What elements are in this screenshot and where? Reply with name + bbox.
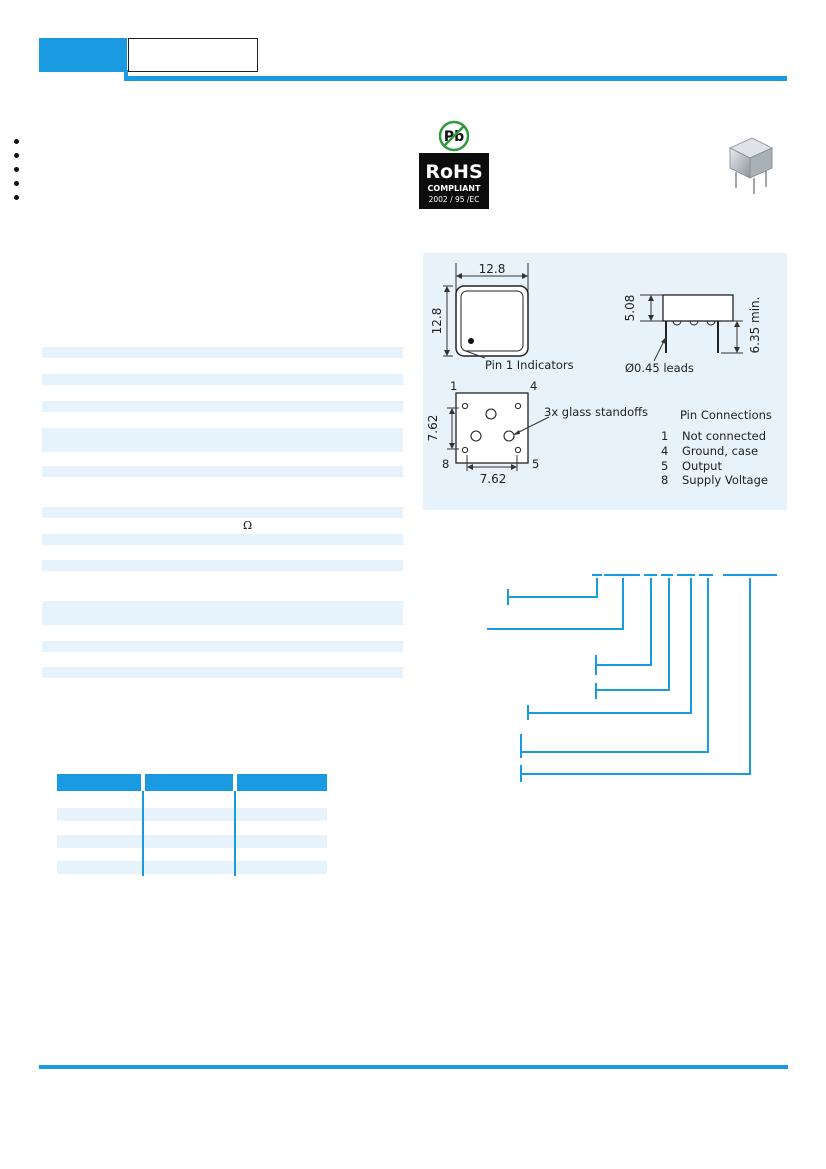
- component-photo: [722, 136, 778, 198]
- side-view: 5.08 6.35 min. Ø0.45 leads: [623, 294, 762, 375]
- header-rule: [124, 76, 787, 81]
- spec-row-stripe: [42, 601, 403, 625]
- pin-number: 4: [661, 444, 668, 458]
- pin-spacing-horizontal: 7.62: [480, 472, 507, 486]
- footer-rule: [39, 1065, 788, 1069]
- pin-function: Ground, case: [682, 444, 758, 458]
- rohs-mark: RoHS: [425, 161, 482, 183]
- feature-bullet: [14, 139, 19, 144]
- feature-bullet: [14, 153, 19, 158]
- rohs-logo: Pb RoHS COMPLIANT 2002 / 95 /EC: [418, 120, 490, 210]
- corner-pin-5: 5: [532, 457, 539, 471]
- header-rule-stub: [124, 70, 128, 81]
- height-dimension: 12.8: [430, 308, 444, 335]
- spec-row-stripe: [42, 507, 403, 518]
- pin1-label: Pin 1 Indicators: [485, 358, 574, 372]
- pin-connections: Pin Connections 1 Not connected 4 Ground…: [661, 408, 772, 487]
- header-tab: [39, 38, 127, 72]
- width-dimension: 12.8: [479, 262, 506, 276]
- header-title-box: [128, 38, 258, 72]
- spec-row-stripe: [42, 428, 403, 452]
- small-table-stripe: [57, 861, 327, 874]
- small-table-stripe: [57, 835, 327, 848]
- top-view: 12.8 12.8 Pin 1 Indicators: [430, 262, 574, 372]
- lead-diameter-label: Ø0.45 leads: [625, 361, 694, 375]
- small-table-divider: [234, 791, 236, 876]
- pin-function: Supply Voltage: [682, 473, 768, 487]
- standoffs-label: 3x glass standoffs: [544, 405, 648, 419]
- pin-spacing-vertical: 7.62: [426, 415, 440, 442]
- spec-row-stripe: [42, 560, 403, 571]
- small-table-divider: [142, 791, 144, 876]
- pin1-dot: [468, 338, 474, 344]
- spec-row-stripe: [42, 534, 403, 545]
- bottom-view: 1 4 8 5 7.62 7.62 3x: [426, 379, 648, 486]
- lead-length-dimension: 6.35 min.: [748, 297, 762, 354]
- spec-row-stripe: [42, 466, 403, 477]
- spec-row-stripe: [42, 401, 403, 412]
- feature-bullet: [14, 167, 19, 172]
- pin-connections-title: Pin Connections: [680, 408, 772, 422]
- pin-number: 5: [661, 459, 668, 473]
- corner-pin-8: 8: [442, 457, 449, 471]
- small-table-header-col-2: [145, 774, 233, 791]
- small-table-stripe: [57, 808, 327, 821]
- corner-pin-4: 4: [530, 379, 537, 393]
- rohs-compliant: COMPLIANT: [428, 184, 481, 193]
- feature-bullet: [14, 181, 19, 186]
- spec-row-stripe: [42, 667, 403, 678]
- corner-pin-1: 1: [450, 379, 457, 393]
- ohm-symbol: Ω: [243, 519, 253, 532]
- pin-function: Not connected: [682, 429, 766, 443]
- feature-bullet: [14, 195, 19, 200]
- pin-number: 1: [661, 429, 668, 443]
- small-table-header-col-3: [237, 774, 327, 791]
- rohs-directive: 2002 / 95 /EC: [429, 195, 480, 204]
- body-height-dimension: 5.08: [623, 295, 637, 322]
- spec-row-stripe: [42, 641, 403, 652]
- pin-function: Output: [682, 459, 722, 473]
- pin-number: 8: [661, 473, 668, 487]
- ordering-code-diagram: [480, 566, 780, 788]
- spec-row-stripe: [42, 347, 403, 358]
- spec-row-stripe: [42, 374, 403, 385]
- mechanical-drawing-panel: 12.8 12.8 Pin 1 Indicators 5.08: [423, 253, 787, 510]
- small-table-header-col-1: [57, 774, 141, 791]
